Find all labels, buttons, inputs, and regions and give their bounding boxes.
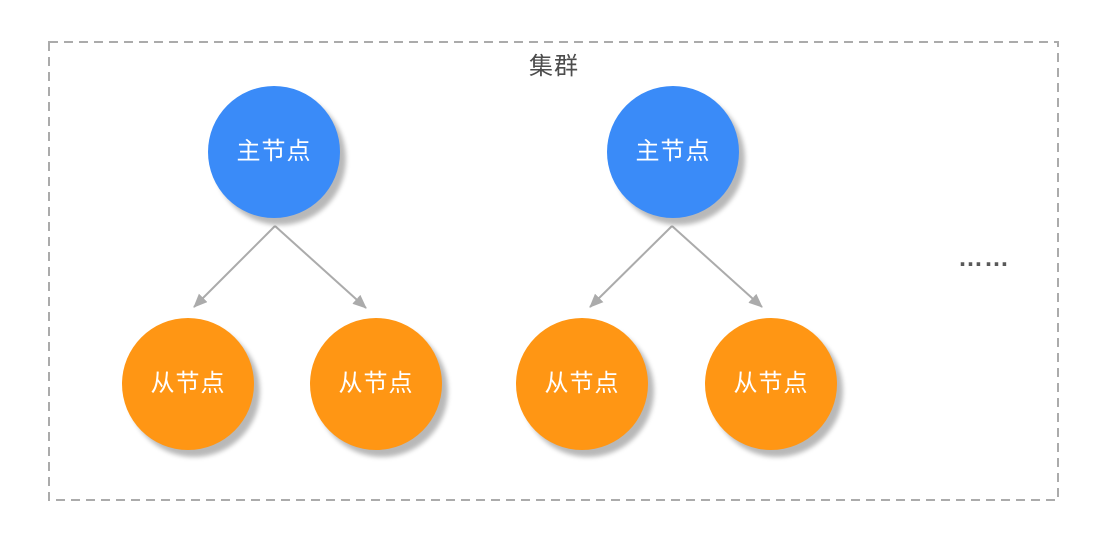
slave-node-2-label: 从节点 [338,370,414,397]
master-node-1: 主节点 [208,86,340,218]
arrow-master1-to-slave1 [193,225,276,308]
master-node-2-label: 主节点 [635,138,711,165]
arrow-master1-to-slave2 [274,225,367,309]
slave-node-2: 从节点 [310,318,442,450]
slave-node-4: 从节点 [705,318,837,450]
slave-node-3-label: 从节点 [544,370,620,397]
cluster-title: 集群 [529,53,579,80]
slave-node-1: 从节点 [122,318,254,450]
master-node-2: 主节点 [607,86,739,218]
arrow-master2-to-slave4 [671,225,763,308]
cluster-boundary-box [48,41,1059,501]
arrow-master2-to-slave3 [589,225,673,308]
more-clusters-ellipsis: …… [958,244,1010,272]
master-node-1-label: 主节点 [236,138,312,165]
slave-node-1-label: 从节点 [150,370,226,397]
slave-node-3: 从节点 [516,318,648,450]
slave-node-4-label: 从节点 [733,370,809,397]
